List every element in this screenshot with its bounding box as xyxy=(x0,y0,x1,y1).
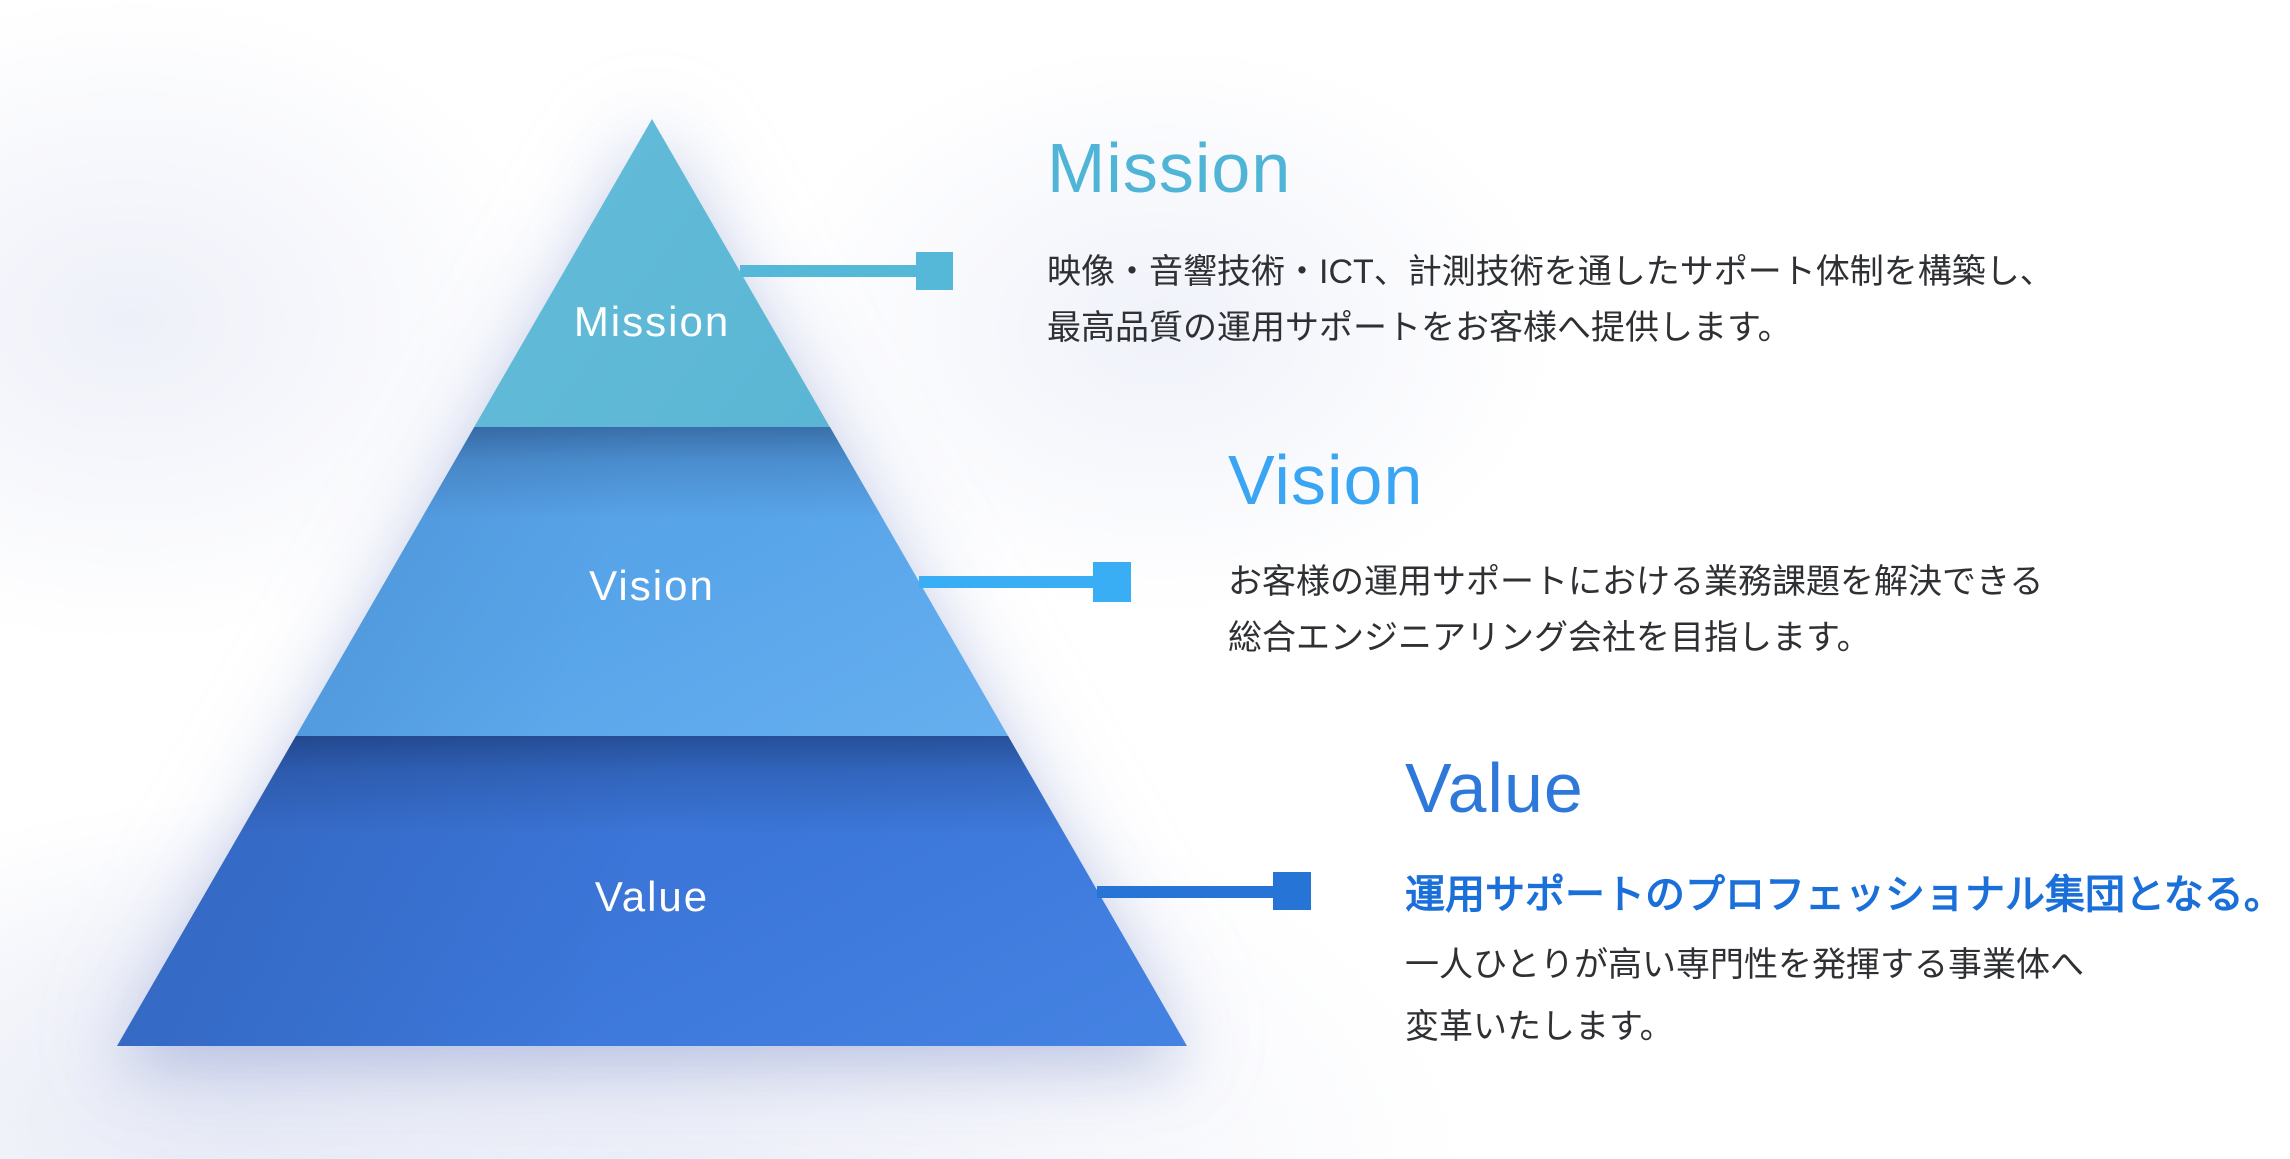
section-text-line: 映像・音響技術・ICT、計測技術を通したサポート体制を構築し、 xyxy=(1047,253,2054,291)
section-value-heading: Value xyxy=(1405,749,1584,827)
pyramid-tier-value xyxy=(117,736,1187,1046)
pyramid-tier-mission xyxy=(474,119,830,427)
section-value: Value 運用サポートのプロフェッショナル集団となる。 一人ひとりが高い専門性… xyxy=(1405,748,2284,1058)
connector-square-icon xyxy=(1093,562,1131,602)
section-mission: Mission 映像・音響技術・ICT、計測技術を通したサポート体制を構築し、 … xyxy=(1047,128,2054,356)
section-text-line: 総合エンジニアリング会社を目指します。 xyxy=(1228,619,1871,657)
connector-square-icon xyxy=(1273,872,1311,910)
section-mission-body: 映像・音響技術・ICT、計測技術を通したサポート体制を構築し、 最高品質の運用サ… xyxy=(1047,244,2054,356)
connector-line xyxy=(1097,886,1279,898)
section-vision: Vision お客様の運用サポートにおける業務課題を解決できる 総合エンジニアリ… xyxy=(1228,440,2043,666)
section-text-line: 最高品質の運用サポートをお客様へ提供します。 xyxy=(1047,309,1792,347)
value-statement: 運用サポートのプロフェッショナル集団となる。 xyxy=(1405,873,2284,917)
section-text-line: 一人ひとりが高い専門性を発揮する事業体へ xyxy=(1405,946,2084,984)
section-value-body: 一人ひとりが高い専門性を発揮する事業体へ 変革いたします。 xyxy=(1405,934,2284,1058)
pyramid-tier-label-mission: Mission xyxy=(573,298,731,345)
section-text-line: 変革いたします。 xyxy=(1405,1008,1674,1046)
pyramid-tier-label-value: Value xyxy=(594,873,710,920)
pyramid-diagram: Mission Vision Value xyxy=(117,119,1187,1046)
section-vision-heading: Vision xyxy=(1228,441,1424,519)
pyramid-tier-label-vision: Vision xyxy=(589,562,715,609)
connector-square-icon xyxy=(916,252,953,290)
connector-line xyxy=(740,265,922,277)
section-vision-body: お客様の運用サポートにおける業務課題を解決できる 総合エンジニアリング会社を目指… xyxy=(1228,554,2043,666)
connector-line xyxy=(919,576,1099,588)
section-mission-heading: Mission xyxy=(1047,129,1292,207)
section-text-line: お客様の運用サポートにおける業務課題を解決できる xyxy=(1228,563,2044,601)
